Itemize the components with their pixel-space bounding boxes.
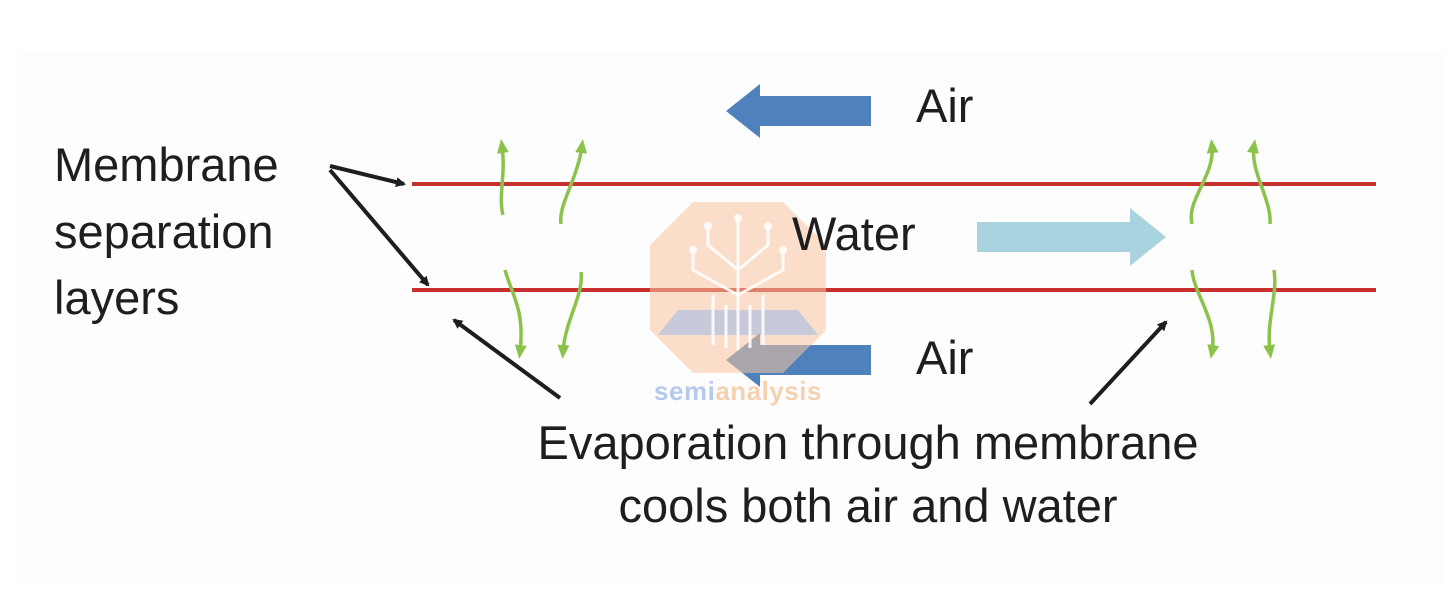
- evaporation-caption-line-2: cools both air and water: [618, 478, 1118, 532]
- membrane-label-line-2: separation: [54, 204, 274, 258]
- air-top-label: Air: [916, 79, 974, 132]
- water-label: Water: [792, 207, 916, 260]
- pointer-arrow-bottom-icon: [328, 168, 430, 287]
- down-arrow-icon: [503, 269, 527, 359]
- pointer-arrow-top-icon: [329, 164, 406, 187]
- up-arrow-icon: [559, 139, 588, 225]
- air-top-arrow-icon: [726, 84, 871, 138]
- evaporation-caption-line-1: Evaporation through membrane: [537, 416, 1199, 469]
- vapor-arrows-left: [496, 139, 588, 359]
- evaporation-caption: Evaporation through membrane cools both …: [368, 412, 1368, 537]
- evaporation-pointer-arrows: [452, 318, 1168, 406]
- membrane-label-line-3: layers: [54, 271, 180, 325]
- membrane-pointer-arrows: [328, 164, 430, 287]
- air-bottom-arrow-icon: [726, 333, 871, 387]
- up-arrow-icon: [496, 139, 509, 216]
- pointer-arrow-left-icon: [452, 318, 562, 400]
- vapor-arrows-right: [1189, 139, 1277, 359]
- membrane-separation-label: Membrane separation layers: [54, 132, 279, 332]
- pointer-arrow-right-icon: [1088, 320, 1168, 406]
- down-arrow-icon: [1263, 269, 1277, 359]
- membrane-label-line-1: Membrane: [54, 138, 279, 191]
- water-arrow-icon: [977, 208, 1166, 266]
- up-arrow-icon: [1189, 139, 1219, 225]
- down-arrow-icon: [557, 271, 584, 359]
- air-bottom-label: Air: [916, 331, 974, 384]
- up-arrow-icon: [1247, 139, 1272, 225]
- down-arrow-icon: [1190, 269, 1220, 359]
